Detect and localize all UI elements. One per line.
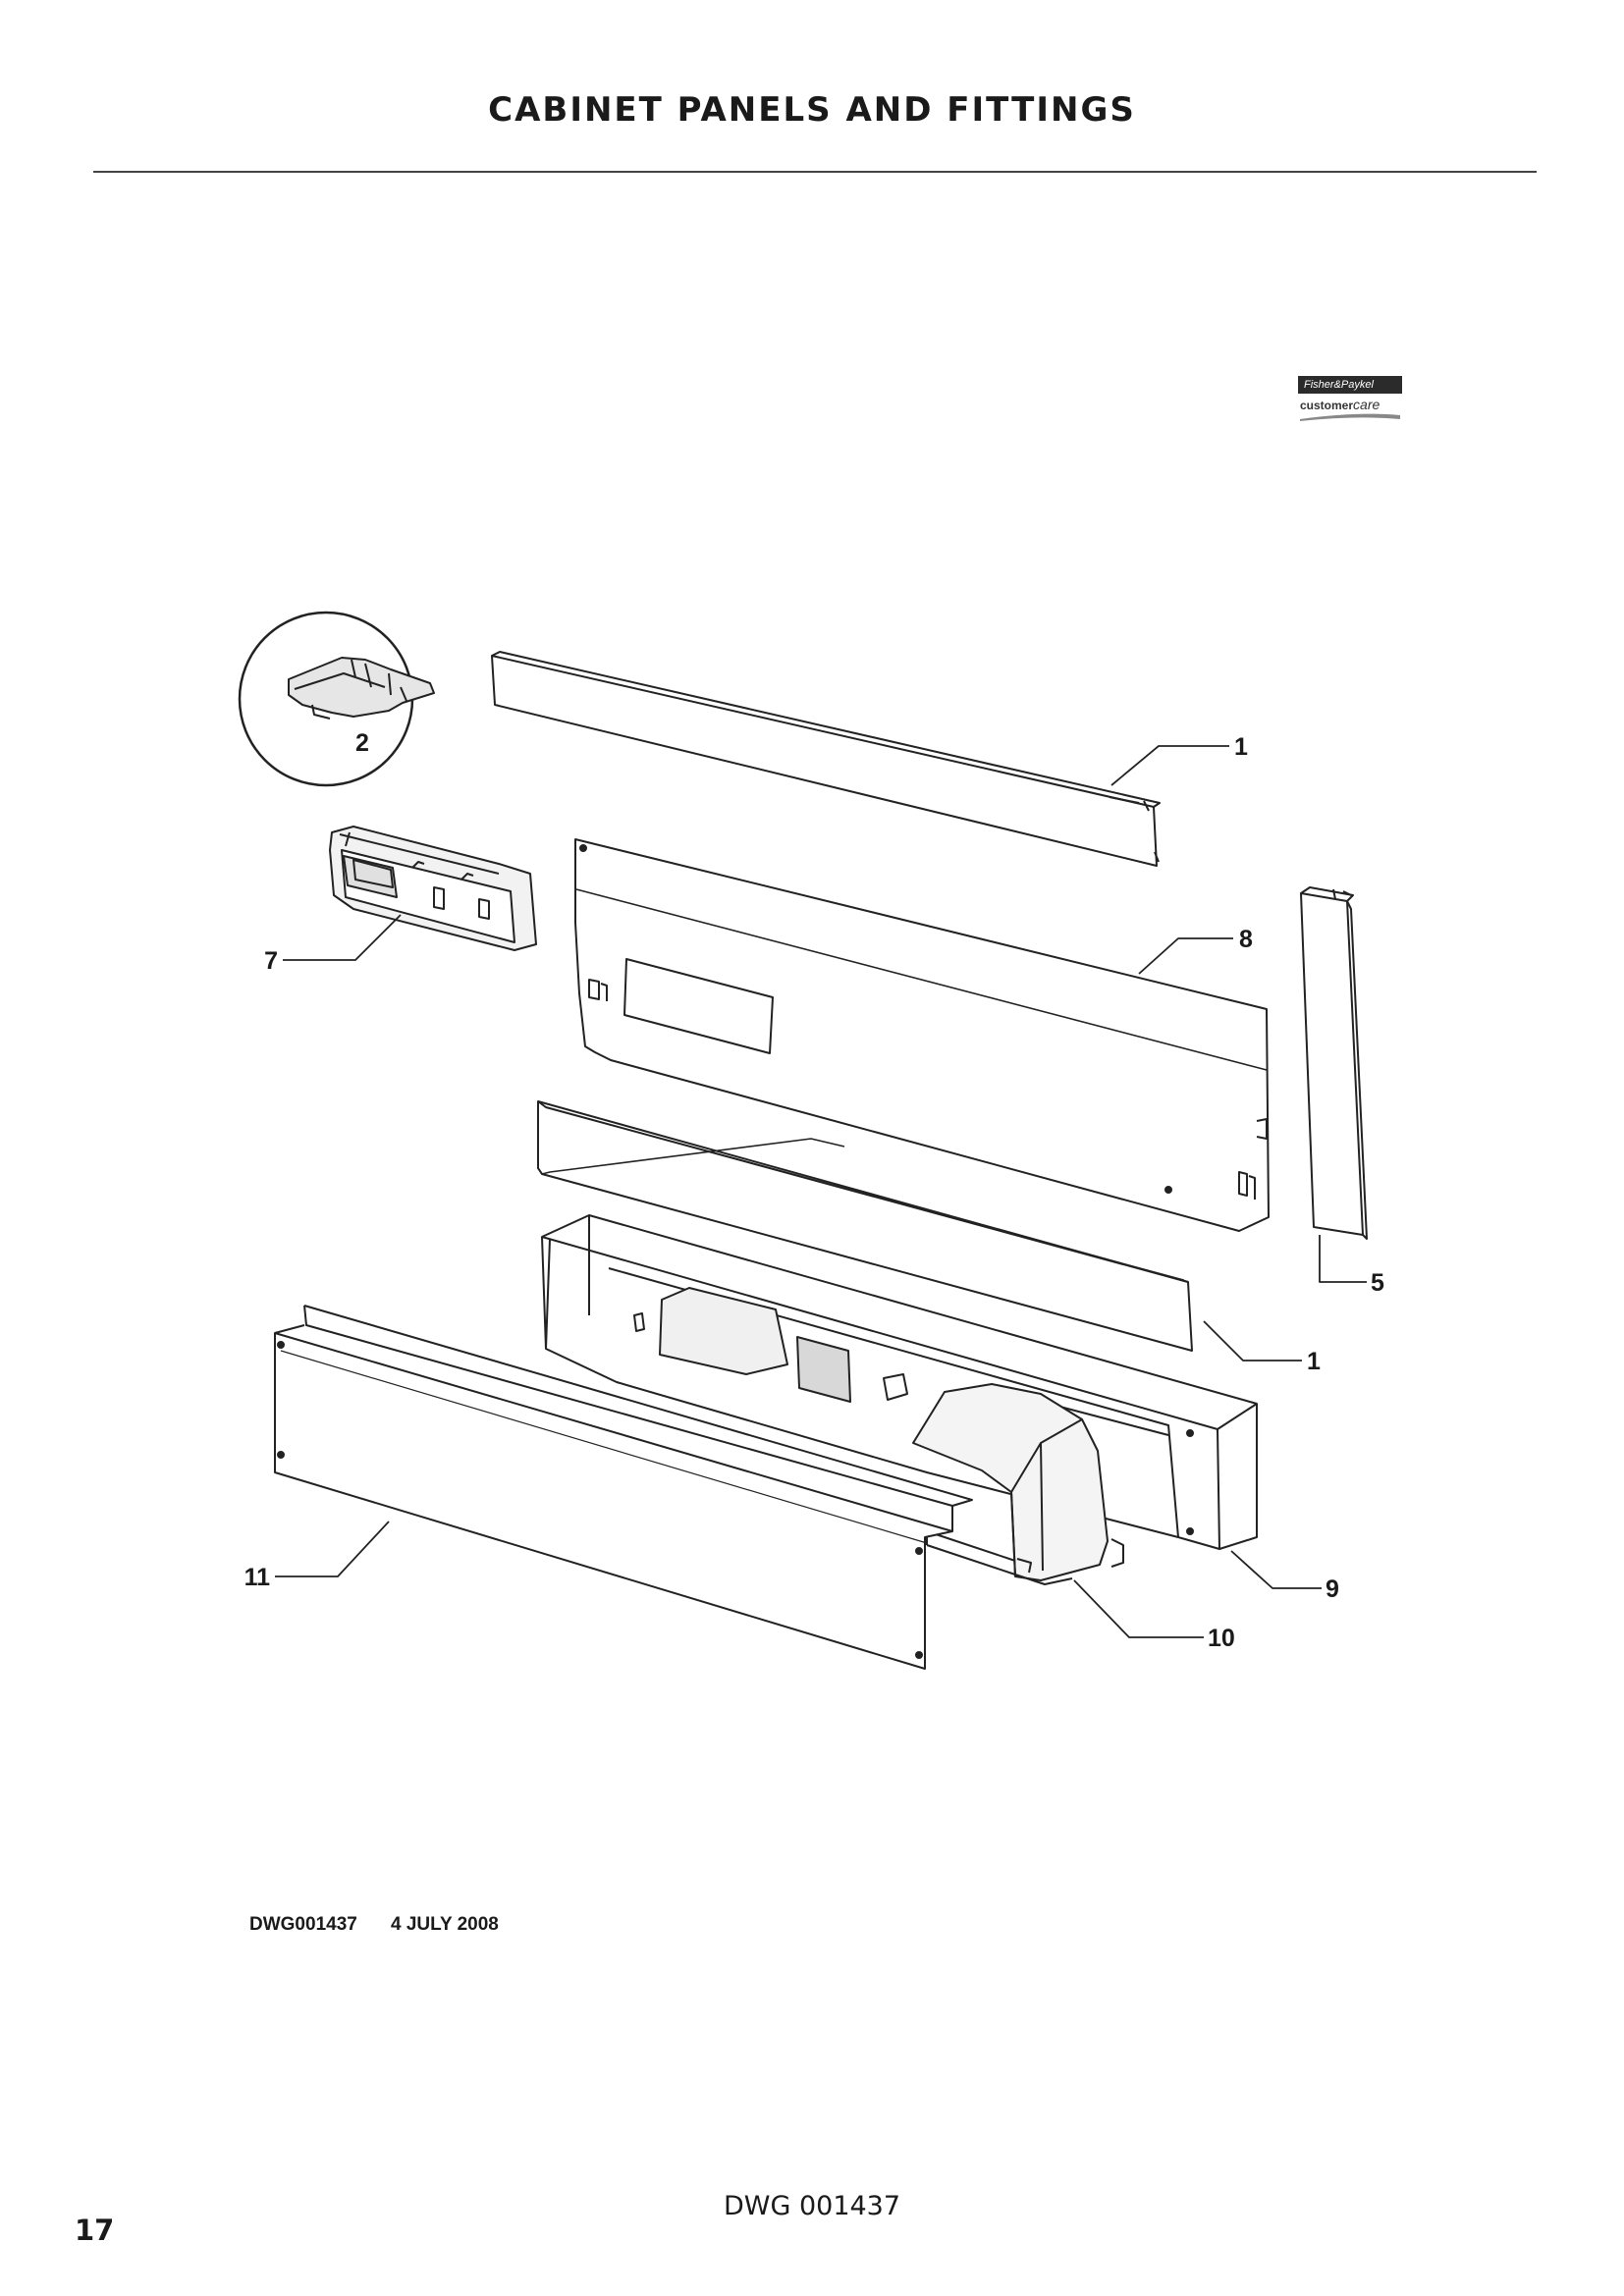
leader-part-1-top <box>1110 745 1229 786</box>
callout-11: 11 <box>244 1564 271 1591</box>
drawing-date: 4 JULY 2008 <box>391 1914 499 1935</box>
callout-5: 5 <box>1371 1269 1384 1297</box>
part-1-top-trim <box>491 651 1161 867</box>
leader-part-8 <box>1138 937 1233 975</box>
part-11-kick-panel <box>274 1305 973 1670</box>
part-10-fan-housing <box>912 1383 1124 1585</box>
leader-part-9 <box>1230 1550 1322 1589</box>
callout-1-lower: 1 <box>1307 1348 1321 1375</box>
title-divider <box>93 171 1537 173</box>
logo-customer-text: customer <box>1300 399 1354 412</box>
logo-customer-care: customercare <box>1298 396 1402 421</box>
brand-logo: Fisher&Paykel customercare <box>1298 376 1402 423</box>
leader-lines <box>275 745 1367 1638</box>
part-5-side-strip <box>1300 886 1368 1240</box>
leader-part-7 <box>283 914 402 961</box>
part-7-bracket <box>329 826 537 951</box>
part-8-back-panel <box>574 838 1270 1232</box>
logo-brand-name: Fisher&Paykel <box>1298 376 1402 394</box>
page-title: CABINET PANELS AND FITTINGS <box>488 90 1136 130</box>
leader-part-10 <box>1073 1579 1204 1638</box>
callout-2: 2 <box>355 729 369 757</box>
leader-part-1-lower <box>1203 1320 1302 1362</box>
bottom-drawing-number: DWG 001437 <box>723 2191 901 2221</box>
logo-care-text: care <box>1353 397 1380 412</box>
callout-1-top: 1 <box>1234 733 1248 761</box>
logo-swoosh-icon <box>1300 413 1400 421</box>
drawing-reference: DWG001437 <box>249 1914 357 1935</box>
part-1-lower-trim <box>537 1100 1193 1352</box>
detail-circle-part-2 <box>238 611 435 787</box>
callout-9: 9 <box>1326 1575 1339 1603</box>
callout-10: 10 <box>1208 1625 1235 1652</box>
callout-7: 7 <box>264 947 278 975</box>
leader-part-5 <box>1319 1235 1367 1283</box>
leader-part-11 <box>275 1521 390 1577</box>
callout-8: 8 <box>1239 926 1253 953</box>
page-number: 17 <box>75 2214 115 2247</box>
